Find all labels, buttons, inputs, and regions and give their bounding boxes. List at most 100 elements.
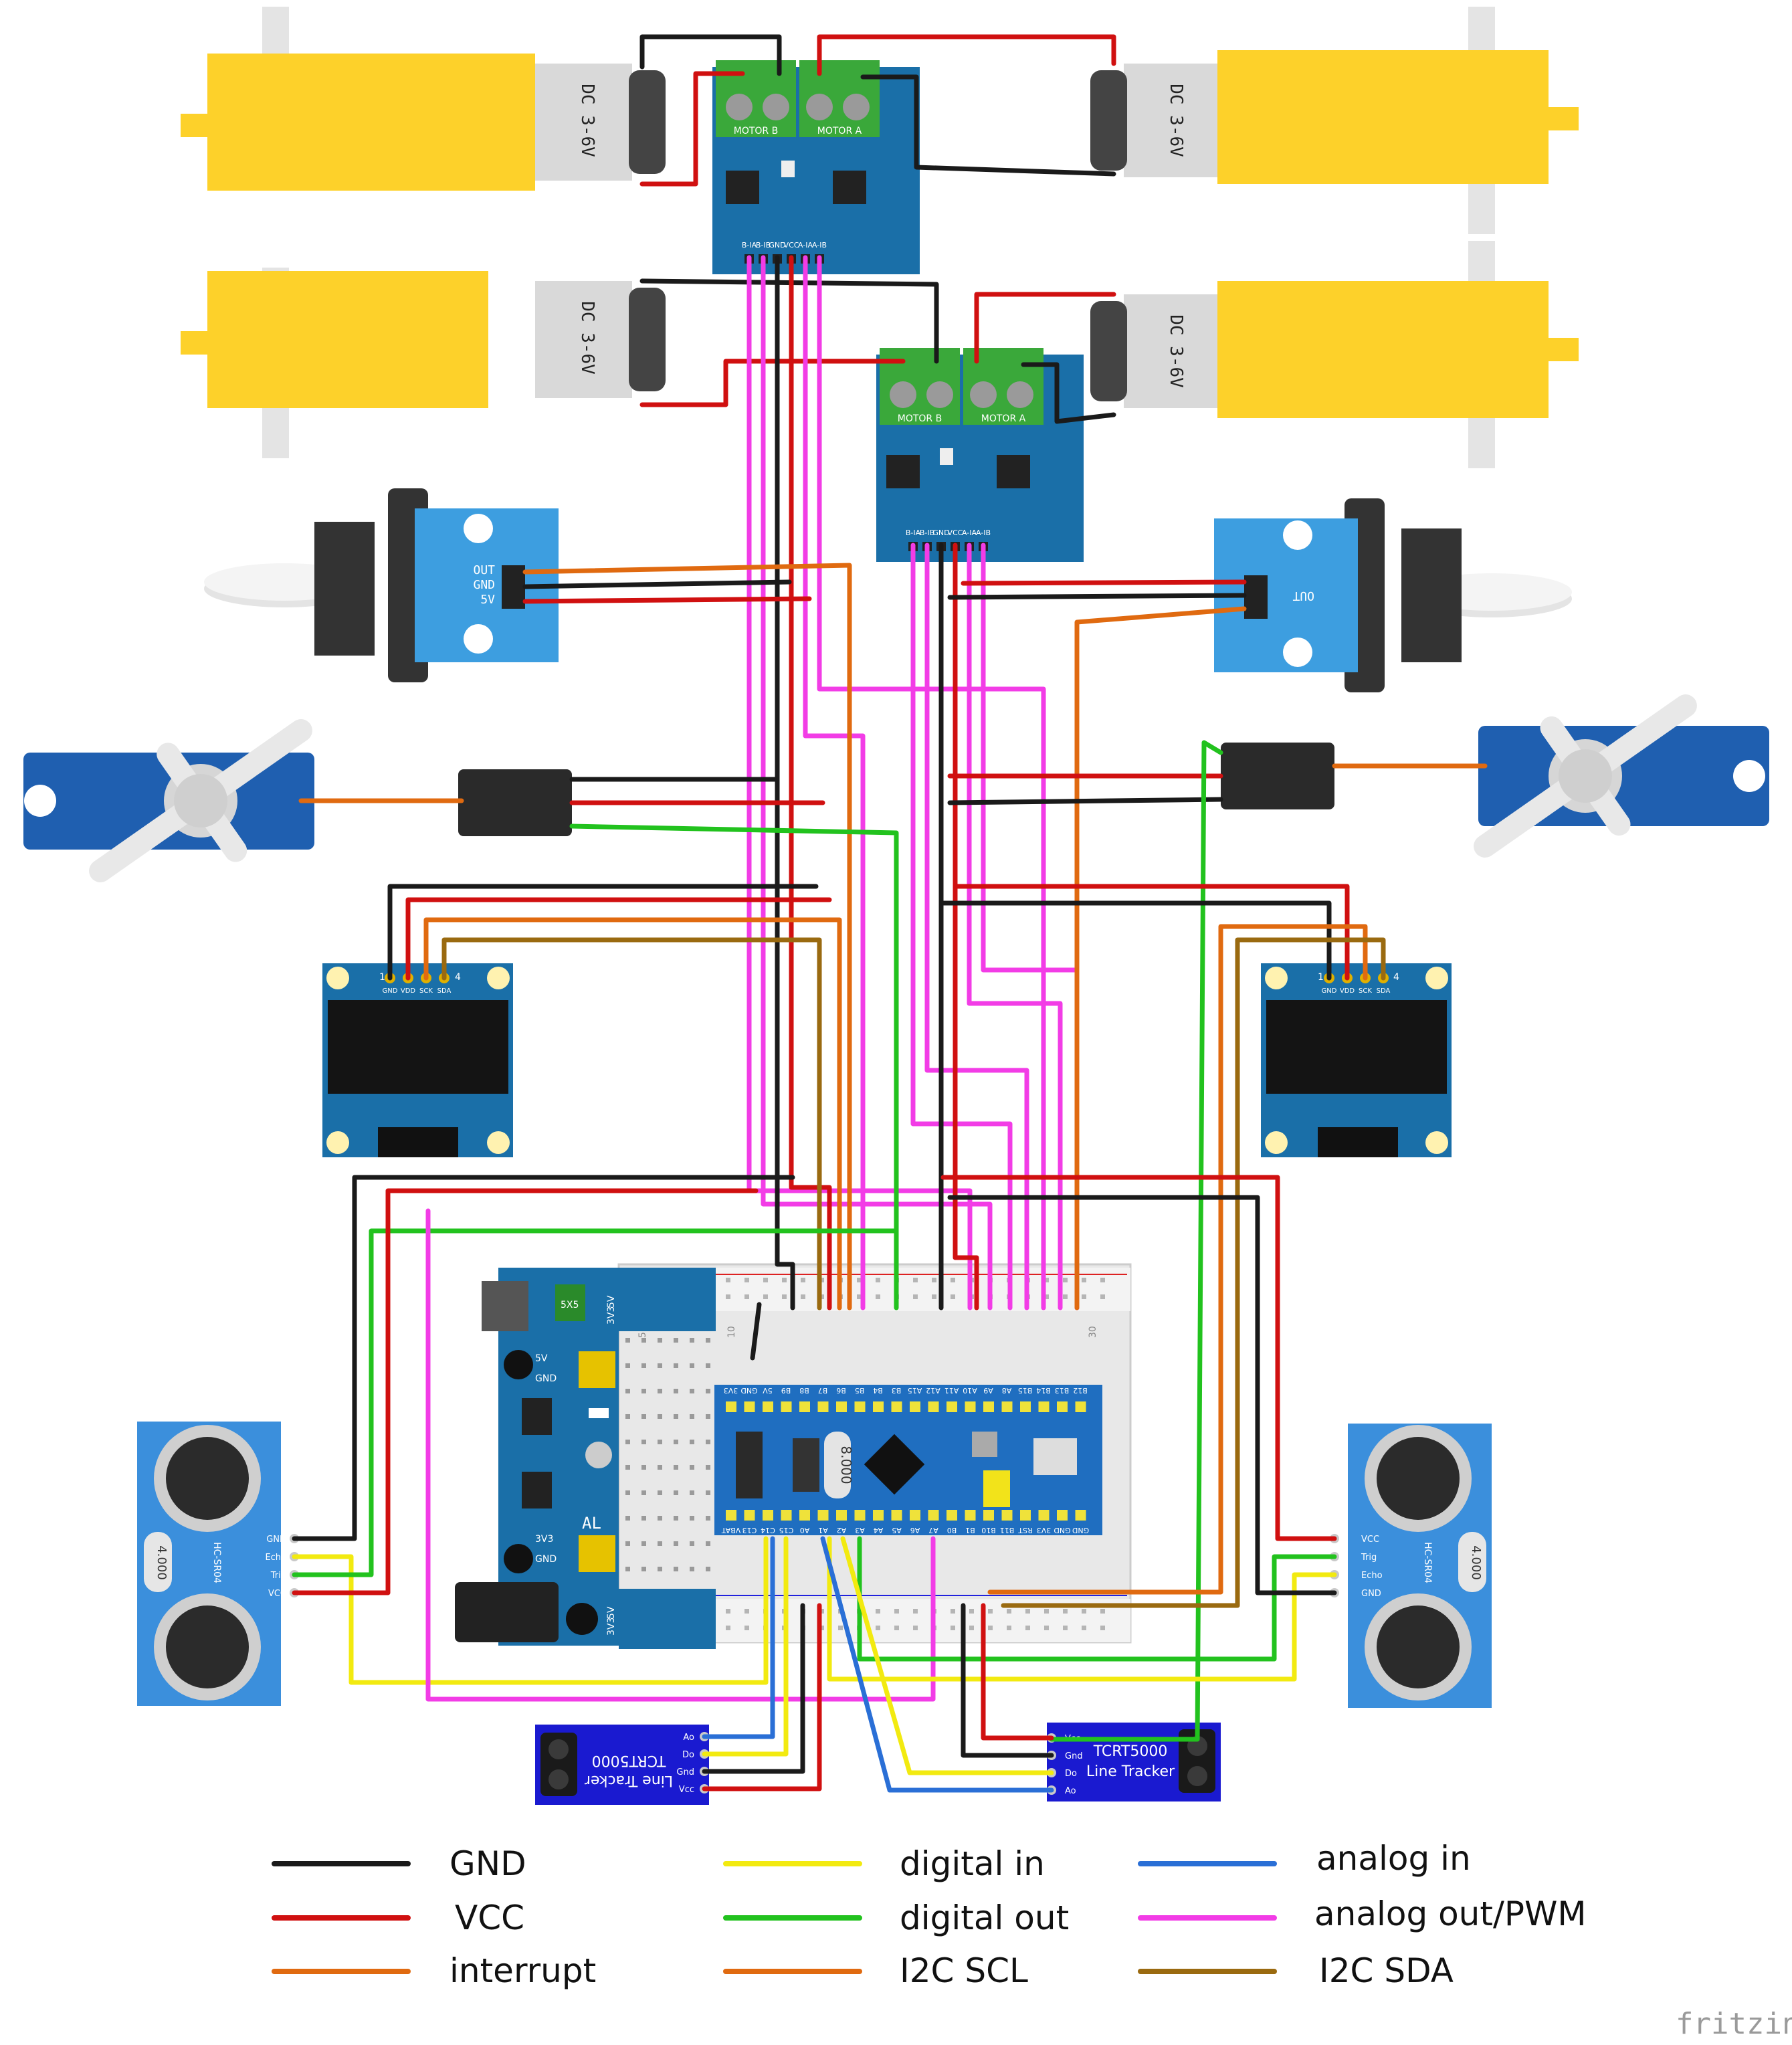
bb-hole: [988, 1626, 993, 1630]
bb-hole: [1044, 1609, 1049, 1614]
mcu-top-pin-label: 5V: [763, 1386, 773, 1395]
bb-hole: [1082, 1278, 1086, 1282]
bb-hole: [625, 1363, 630, 1368]
mcu-top-pin-label: B3: [892, 1386, 902, 1395]
bb-hole: [782, 1278, 787, 1282]
us-pin-label: VCC: [1361, 1535, 1379, 1545]
bb-col-30: 30: [1088, 1326, 1098, 1338]
mcu-header-pin: [836, 1510, 847, 1521]
oled-pin-label: SDA: [1377, 987, 1391, 995]
oled-pin-first: 1: [1318, 972, 1324, 983]
mcu-header-pin: [928, 1401, 939, 1412]
power-logo: AL: [582, 1514, 601, 1533]
bb-hole: [641, 1338, 646, 1343]
bb-hole: [744, 1609, 749, 1614]
motor-rear-right: DC 3-6V: [1090, 241, 1579, 468]
mcu-bottom-pin-label: VBAT: [721, 1526, 740, 1535]
mcu-top-pin-label: GND: [740, 1386, 757, 1395]
mcu-header-pin: [1038, 1510, 1050, 1521]
bb-hole: [625, 1414, 630, 1419]
bb-hole: [1100, 1609, 1105, 1614]
mcu-header-pin: [854, 1401, 866, 1412]
bb-hole: [625, 1338, 630, 1343]
bb-hole: [894, 1609, 899, 1614]
bb-hole: [801, 1294, 805, 1299]
motor-fl-vcc-wire: [639, 71, 745, 187]
bb-hole: [782, 1294, 787, 1299]
us-model: HC-SR04: [211, 1542, 222, 1583]
hbridge-pin-label: GND: [932, 528, 949, 537]
us-left-trig-wire: [292, 1228, 899, 1577]
legend-item-digital-out: digital out: [723, 1898, 1069, 1937]
bb-hole: [744, 1626, 749, 1630]
mcu-bottom-pin-label: B11: [1000, 1526, 1015, 1535]
mcu-header-pin: [799, 1510, 810, 1521]
mcu-header-pin: [1057, 1401, 1068, 1412]
bb-hole: [658, 1567, 662, 1571]
bb-hole: [876, 1278, 880, 1282]
mcu-header-pin: [726, 1510, 736, 1521]
legend-label-i2c-scl: I2C SCL: [900, 1951, 1028, 1990]
hbridge-pin-label: B-IB: [756, 241, 771, 250]
mcu-header-pin: [744, 1510, 755, 1521]
bb-hole: [706, 1414, 710, 1419]
us-model: HC-SR04: [1422, 1542, 1433, 1583]
oled-pin-label: GND: [1322, 987, 1337, 995]
us-right-trig-wire: [857, 1536, 1337, 1662]
mcu-top-pin-label: A9: [983, 1386, 993, 1395]
mcu-header-pin: [1057, 1510, 1068, 1521]
mcu-top-pin-label: B4: [873, 1386, 883, 1395]
bb-hole: [726, 1609, 730, 1614]
mcu-bottom-pin-label: GND: [1054, 1526, 1070, 1535]
bb-hole: [674, 1414, 678, 1419]
us-left-gnd-wire: [292, 1175, 795, 1541]
bb-hole: [658, 1363, 662, 1368]
bb-hole: [951, 1278, 955, 1282]
lt-left-gnd-wire: [702, 1603, 805, 1774]
us-right-echo-wire: [827, 1536, 1337, 1682]
mcu-bottom-pin-label: B10: [981, 1526, 996, 1535]
opto-right-gnd-wire: [947, 593, 1247, 600]
bb-hole: [641, 1567, 646, 1571]
mcu-header-pin: [965, 1401, 976, 1412]
hbridge-pin-label: B-IA: [742, 241, 757, 250]
mcu-top-pin-label: B5: [855, 1386, 865, 1395]
bb-hole: [674, 1338, 678, 1343]
bb-hole: [876, 1609, 880, 1614]
motor-label: DC 3-6V: [577, 84, 597, 157]
hbridge-pin-label: A-IA: [962, 528, 977, 537]
lt-left-ao-wire: [702, 1536, 775, 1739]
tracker-pin-label: Ao: [683, 1733, 694, 1743]
us-pin-label: GND: [266, 1535, 286, 1545]
us-right-vcc-wire: [940, 1175, 1337, 1541]
hb2-aib-wire: [981, 543, 1080, 1310]
bb-hole: [969, 1609, 974, 1614]
bb-hole: [1063, 1626, 1068, 1630]
bb-hole: [1063, 1278, 1068, 1282]
hb2-bib-wire: [924, 543, 1029, 1310]
mcu-header-pin: [836, 1401, 847, 1412]
hbridge-pin-label: B-IA: [906, 528, 921, 537]
mcu-top-pin-label: B9: [781, 1386, 791, 1395]
bb-hole: [706, 1541, 710, 1546]
bb-hole: [838, 1626, 843, 1630]
oled-pin-label: VDD: [401, 987, 416, 995]
wires: [292, 34, 1488, 1793]
mcu-header-pin: [726, 1401, 736, 1412]
motor-front-left: DC 3-6V: [181, 7, 666, 191]
bb-hole: [1044, 1278, 1049, 1282]
mcu-top-pin-label: B8: [799, 1386, 809, 1395]
power-module: 5X5 5V 3V3 5V GND AL 3V3 GND 5V 3V3: [455, 1268, 716, 1649]
bb-hole: [706, 1363, 710, 1368]
oled-left-scl-wire: [423, 917, 842, 1310]
mcu-bottom-pin-label: B1: [965, 1526, 975, 1535]
bb-hole: [1007, 1609, 1011, 1614]
opto-left-vcc-wire: [522, 596, 812, 604]
motor-front-right: DC 3-6V: [1090, 7, 1579, 234]
lt-left-vcc-wire: [702, 1603, 822, 1791]
mcu-top-pin-label: B7: [818, 1386, 828, 1395]
mcu-top-pin-label: A8: [1002, 1386, 1012, 1395]
mcu-header-pin: [965, 1510, 976, 1521]
